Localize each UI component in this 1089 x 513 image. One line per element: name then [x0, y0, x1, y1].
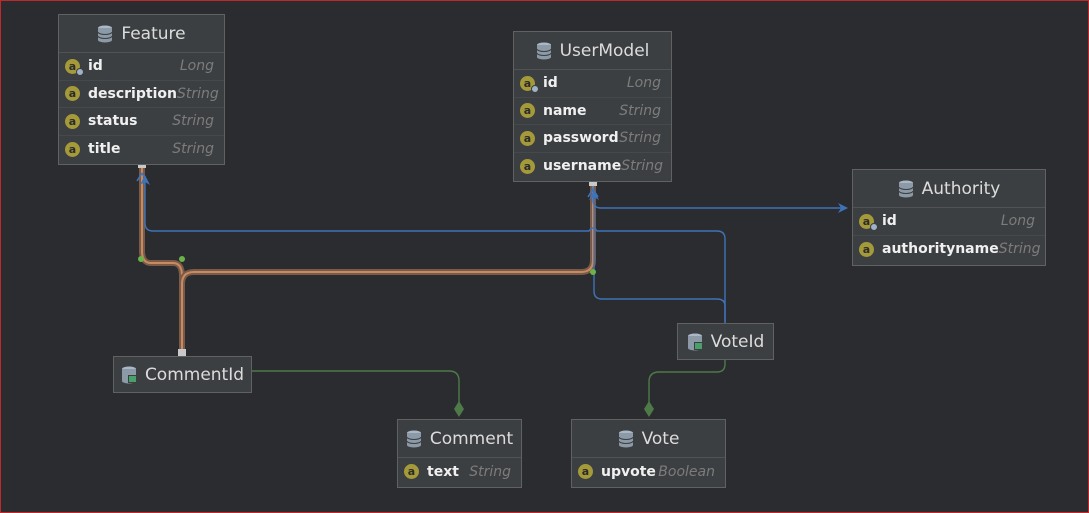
table-icon — [536, 42, 552, 59]
attribute-row[interactable]: a title String — [59, 136, 224, 164]
key-icon — [76, 67, 84, 76]
attribute-icon: a — [578, 464, 593, 480]
attribute-type: String — [172, 141, 214, 158]
attribute-name: username — [543, 158, 622, 175]
key-icon — [531, 84, 539, 93]
entity-header[interactable]: Authority — [853, 170, 1045, 208]
entity-header[interactable]: Feature — [59, 15, 224, 53]
attribute-key-icon: a — [520, 75, 539, 93]
attribute-row[interactable]: a id Long — [514, 70, 671, 98]
attribute-row[interactable]: a upvote Boolean — [572, 458, 725, 486]
attribute-row[interactable]: a name String — [514, 98, 671, 125]
link-bend-dot — [138, 256, 144, 262]
entity-title: VoteId — [710, 331, 765, 352]
table-icon — [97, 25, 113, 42]
attribute-row[interactable]: a status String — [59, 108, 224, 136]
table-icon — [898, 180, 914, 197]
attribute-name: authorityname — [882, 241, 999, 258]
attribute-name: status — [88, 113, 138, 130]
composition-commentid-comment — [251, 370, 464, 417]
attribute-name: title — [88, 141, 121, 158]
entity-header[interactable]: Comment — [398, 420, 521, 458]
entity-authority[interactable]: Authority a id Long a authorityname Stri… — [852, 169, 1046, 266]
key-icon — [870, 222, 878, 231]
entity-feature[interactable]: Feature a id Long a description String a… — [58, 14, 225, 165]
attribute-name: description — [88, 85, 177, 102]
attribute-type: String — [176, 85, 219, 102]
association-commentid-feature — [139, 161, 185, 357]
entity-header[interactable]: CommentId — [114, 357, 251, 392]
attribute-icon: a — [404, 464, 419, 480]
entity-title: CommentId — [144, 364, 245, 385]
attribute-type: String — [998, 241, 1041, 258]
navigable-voteid-feature — [140, 175, 726, 324]
attribute-row[interactable]: a id Long — [853, 208, 1045, 236]
commentid-link-anchor — [178, 349, 186, 357]
attribute-row[interactable]: a password String — [514, 125, 671, 153]
attribute-name: upvote — [601, 463, 656, 480]
attribute-row[interactable]: a username String — [514, 153, 671, 181]
attribute-row[interactable]: a id Long — [59, 53, 224, 81]
association-commentid-usermodel — [179, 179, 596, 357]
entity-header[interactable]: Vote — [572, 420, 725, 458]
attribute-name: name — [543, 102, 587, 119]
attribute-name: password — [543, 130, 619, 147]
attribute-row[interactable]: a text String — [398, 458, 521, 486]
entity-header[interactable]: UserModel — [514, 32, 671, 70]
attribute-name: id — [88, 58, 103, 75]
entity-vote[interactable]: Vote a upvote Boolean — [571, 419, 726, 488]
attribute-icon: a — [65, 113, 80, 129]
embeddable-icon — [687, 333, 703, 350]
attribute-row[interactable]: a authorityname String — [853, 236, 1045, 264]
attribute-type: Long — [179, 58, 214, 75]
attribute-type: Long — [1000, 213, 1035, 230]
entity-title: Authority — [921, 178, 1001, 199]
entity-title: Comment — [429, 428, 514, 449]
composition-voteid-vote — [644, 357, 726, 417]
entity-voteid[interactable]: VoteId — [677, 323, 774, 360]
attribute-type: Long — [626, 75, 661, 92]
attribute-key-icon: a — [65, 58, 84, 76]
navigable-usermodel-authority — [592, 182, 848, 213]
usermodel-link-anchor — [589, 178, 597, 186]
entity-title: UserModel — [559, 40, 650, 61]
attribute-type: Boolean — [658, 463, 715, 480]
attribute-type: String — [619, 130, 661, 147]
attribute-type: String — [172, 113, 214, 130]
navigable-voteid-usermodel — [589, 190, 726, 324]
attribute-icon: a — [859, 241, 874, 257]
link-bend-dot — [590, 269, 596, 275]
entity-usermodel[interactable]: UserModel a id Long a name String a pass… — [513, 31, 672, 182]
attribute-name: text — [427, 463, 459, 480]
entity-comment[interactable]: Comment a text String — [397, 419, 522, 488]
attribute-icon: a — [65, 86, 80, 102]
embeddable-icon — [121, 366, 137, 383]
attribute-icon: a — [520, 158, 535, 174]
attribute-type: String — [621, 158, 663, 175]
entity-title: Vote — [641, 428, 680, 449]
attribute-key-icon: a — [859, 213, 878, 231]
attribute-name: id — [543, 75, 558, 92]
attribute-name: id — [882, 213, 897, 230]
entity-commentid[interactable]: CommentId — [113, 356, 252, 393]
entity-header[interactable]: VoteId — [678, 324, 773, 359]
attribute-icon: a — [520, 103, 535, 119]
attribute-icon: a — [65, 141, 80, 157]
entity-title: Feature — [121, 23, 186, 44]
table-icon — [618, 430, 634, 447]
attribute-type: String — [619, 102, 661, 119]
attribute-icon: a — [520, 130, 535, 146]
table-icon — [406, 430, 422, 447]
link-bend-dot — [179, 256, 185, 262]
attribute-type: String — [469, 463, 511, 480]
attribute-row[interactable]: a description String — [59, 81, 224, 108]
